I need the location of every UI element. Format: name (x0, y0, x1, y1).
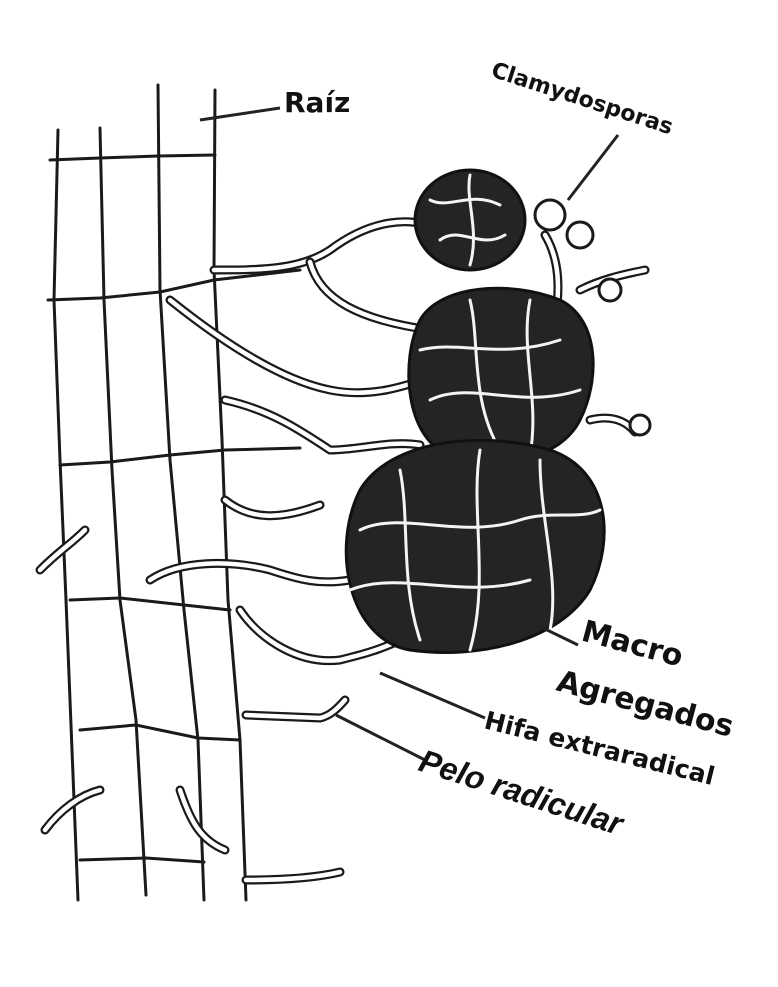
root-hairs (45, 700, 345, 880)
large-aggregate (346, 440, 604, 652)
root-cell-grid (48, 85, 300, 900)
label-macro: Macro (578, 614, 687, 675)
middle-aggregate (409, 288, 593, 461)
leader-root-hair (336, 715, 425, 760)
leader-hypha (380, 673, 485, 718)
leader-root (200, 108, 280, 120)
label-root: Raíz (284, 86, 350, 119)
leader-chlamydospores (568, 135, 618, 200)
label-chlamydospores: Clamydosporas (488, 58, 676, 140)
small-aggregate (415, 170, 525, 270)
